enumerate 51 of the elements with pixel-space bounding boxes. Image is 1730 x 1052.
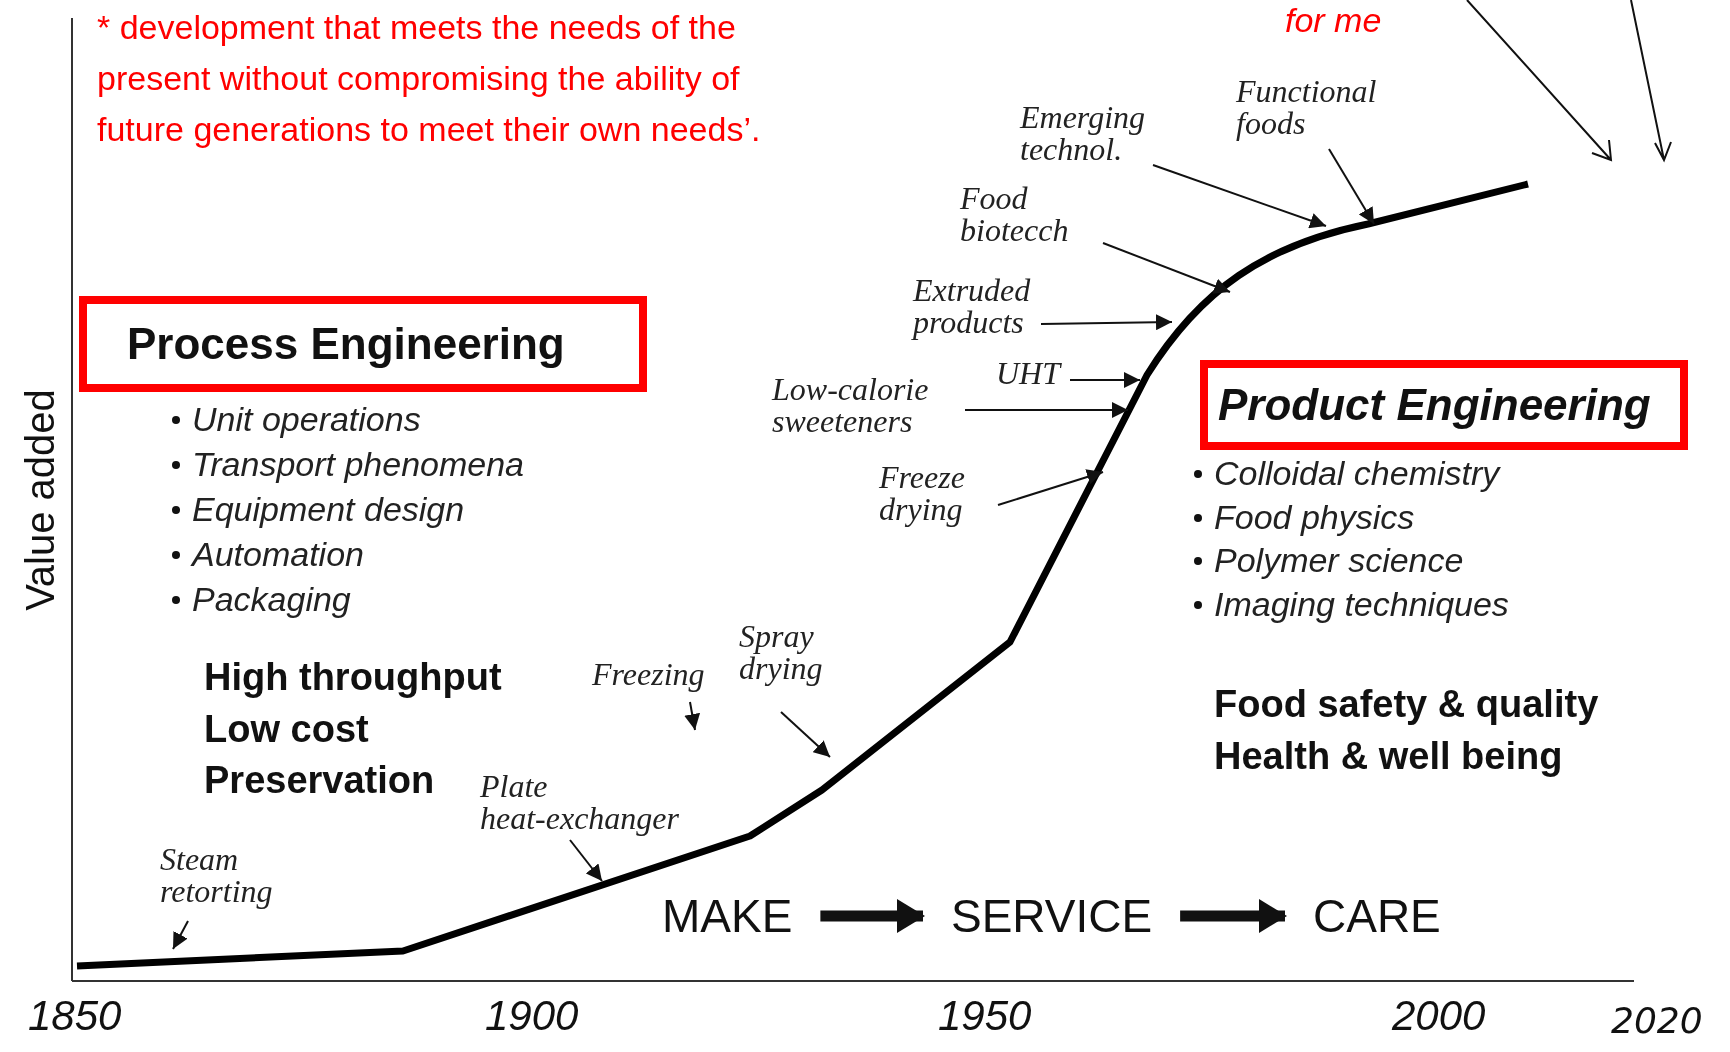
goal-text: Food safety & quality	[1214, 683, 1599, 726]
leader-arrow	[780, 711, 831, 758]
list-item: Imaging techniques	[1214, 585, 1509, 624]
technology-label: Spray drying	[739, 620, 849, 684]
list-item: Packaging	[192, 580, 351, 619]
leader-arrow	[569, 839, 603, 882]
year-label: 1950	[938, 992, 1032, 1040]
technology-label: Low-calorie sweeteners	[772, 373, 957, 437]
technology-label: Food biotecch	[960, 182, 1100, 246]
leader-arrow	[964, 402, 1129, 418]
title-box: Process Engineering	[79, 296, 647, 392]
year-label: 2020	[1611, 1000, 1703, 1041]
leader-arrow	[172, 920, 189, 950]
leader-arrow	[1040, 314, 1173, 331]
technology-label: Extruded products	[913, 274, 1038, 338]
technology-label: Plate heat-exchanger	[480, 770, 685, 834]
year-label: 1850	[28, 992, 122, 1040]
list-item: Colloidal chemistry	[1214, 454, 1500, 493]
list-item: Polymer science	[1214, 541, 1464, 580]
leader-arrow	[1102, 242, 1231, 294]
technology-label: Emerging technol.	[1020, 101, 1170, 165]
list-item: Unit operations	[192, 400, 421, 439]
goal-text: Preservation	[204, 759, 435, 802]
technology-label: Steam retorting	[160, 843, 300, 907]
goal-text: High throughput	[204, 656, 502, 699]
technology-label: Freeze drying	[879, 461, 989, 525]
list-item: Food physics	[1214, 498, 1415, 537]
technology-label: UHT	[996, 357, 1066, 389]
list-item: Transport phenomena	[192, 445, 524, 484]
goal-text: Low cost	[204, 708, 369, 751]
technology-label: Functional foods	[1236, 75, 1406, 139]
goal-text: Health & well being	[1214, 735, 1563, 778]
list-item: Equipment design	[192, 490, 465, 529]
note-text: for me	[1285, 0, 1382, 41]
leader-arrow	[997, 469, 1104, 506]
year-label: 1900	[485, 992, 579, 1040]
leader-arrow	[1069, 372, 1141, 388]
technology-label: Freezing	[592, 658, 717, 690]
title-box: Product Engineering	[1200, 360, 1688, 450]
leader-arrow	[684, 701, 701, 731]
leader-arrow	[1328, 148, 1375, 225]
block-arrow	[1180, 899, 1287, 933]
definition-note: * development that meets the needs of the present without compromising the ability of future generations to meet their own needs’.	[97, 7, 762, 150]
stage-label: MAKE	[662, 893, 793, 939]
leader-arrow	[1152, 164, 1327, 229]
stage-label: CARE	[1313, 893, 1441, 939]
block-arrow	[820, 899, 925, 933]
list-item: Automation	[192, 535, 364, 574]
year-label: 2000	[1392, 992, 1486, 1040]
stage-label: SERVICE	[951, 893, 1153, 939]
axis-title: Value added	[17, 389, 63, 611]
